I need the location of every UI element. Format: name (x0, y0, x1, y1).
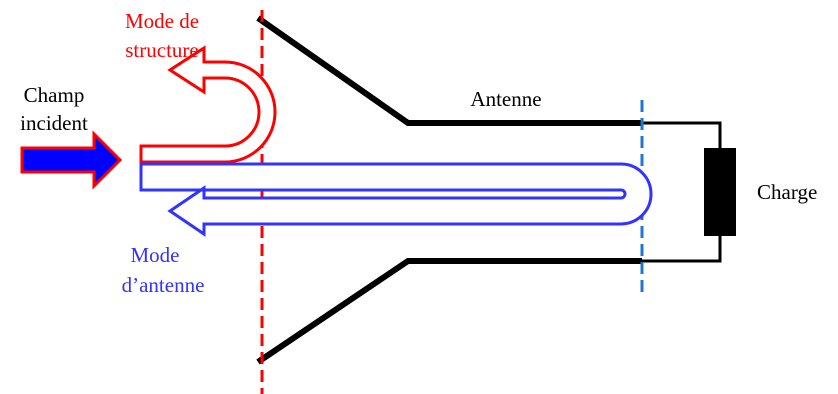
structure-mode-label-line2: structure (125, 38, 198, 62)
incident-field-arrow (20, 130, 123, 190)
antenna-mode-arrow (139, 162, 653, 237)
antenna-body (256, 15, 642, 365)
antenna-lower-arm (256, 258, 642, 365)
antenna-mode-label-line2: d’antenne (122, 273, 205, 297)
incident-field-label-line1: Champ (24, 83, 85, 107)
structure-mode-arrow (139, 45, 277, 164)
antenna-label: Antenne (470, 87, 541, 111)
antenna-mode-label-line1: Mode (131, 243, 180, 267)
load-label: Charge (757, 180, 817, 204)
load-wiring (642, 121, 736, 263)
load-wire-bottom (642, 236, 722, 263)
structure-mode-label-line1: Mode de (125, 9, 199, 33)
antenna-upper-arm (256, 15, 642, 126)
load-wire-top (642, 121, 722, 148)
incident-field-label-line2: incident (20, 111, 88, 135)
load-resistor (704, 148, 736, 236)
